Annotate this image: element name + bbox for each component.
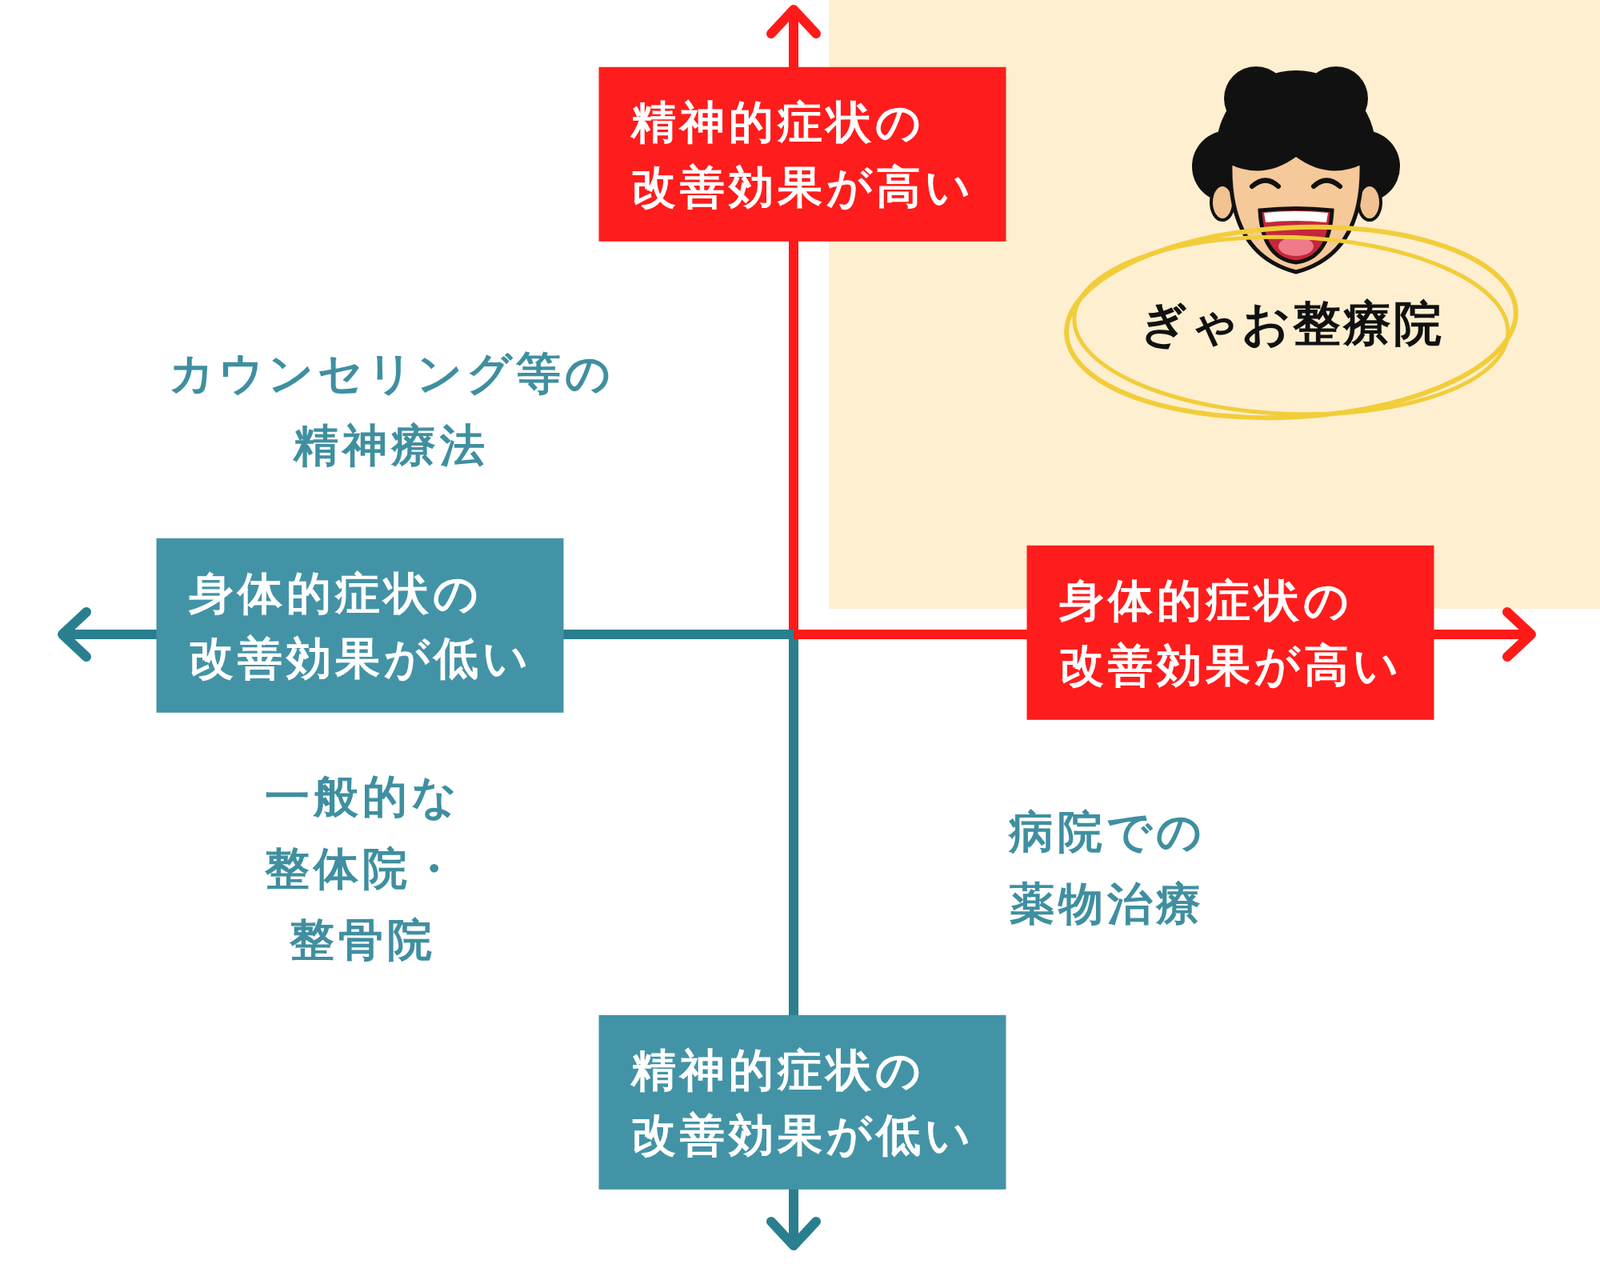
axis-label-box: 精神的症状の 改善効果が高い (599, 67, 1007, 242)
axis-arrowhead (771, 1221, 816, 1246)
axis-label-box: 身体的症状の 改善効果が高い (1027, 545, 1435, 720)
axis-label-text: 精神的症状の 改善効果が高い (631, 89, 975, 220)
axis-label-box: 精神的症状の 改善効果が低い (599, 1015, 1007, 1190)
clinic-oval: ぎゃお整療院 (1061, 223, 1521, 423)
axis-label-box: 身体的症状の 改善効果が低い (156, 538, 564, 713)
axis-label-text: 身体的症状の 改善効果が高い (1059, 568, 1403, 698)
axis-label-text: 精神的症状の 改善効果が低い (631, 1037, 975, 1168)
axis-arrowhead (771, 9, 816, 34)
quadrant-label: 病院での 薬物治療 (1008, 796, 1206, 940)
axis-arrowhead (1507, 612, 1532, 657)
axis-label-text: 身体的症状の 改善効果が低い (188, 560, 532, 691)
quadrant-label: カウンセリング等の 精神療法 (168, 337, 615, 481)
quadrant-label: 一般的な 整体院・整骨院 (264, 760, 461, 976)
clinic-name: ぎゃお整療院 (1139, 293, 1444, 352)
axis-arrowhead (62, 612, 87, 657)
